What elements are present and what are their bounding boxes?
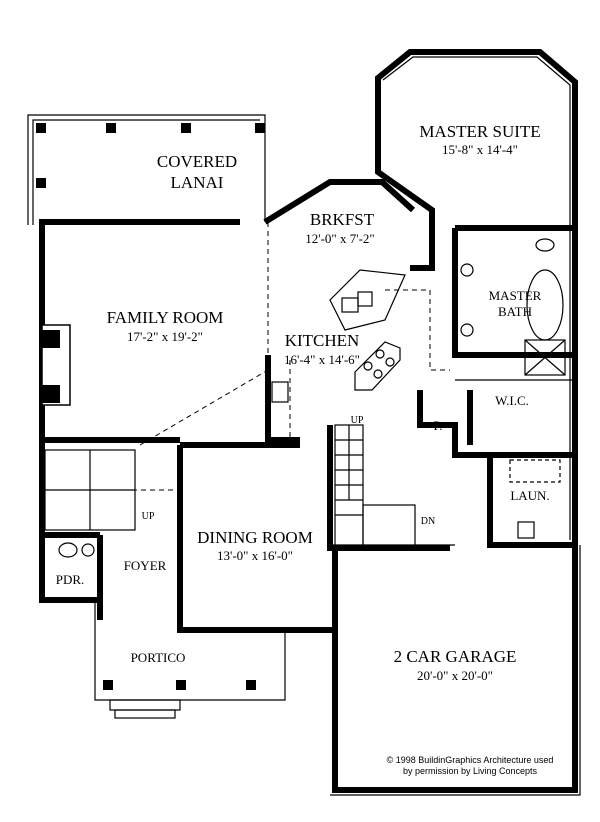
kitchen-dims: 16'-4" x 14'-6" <box>284 352 360 367</box>
master-suite-label: MASTER SUITE <box>419 122 540 141</box>
foyer-label: FOYER <box>124 558 167 573</box>
bath-fixtures <box>58 238 566 558</box>
master-bath-label-2: BATH <box>498 304 532 319</box>
covered-lanai-area <box>27 114 266 225</box>
dining-room-label: DINING ROOM <box>197 528 313 547</box>
lanai-label-2: LANAI <box>171 173 224 192</box>
lanai-columns <box>36 123 265 188</box>
wic-label: W.I.C. <box>495 393 529 408</box>
kitchen-label: KITCHEN <box>285 331 360 350</box>
portico-columns <box>103 680 256 719</box>
powder-label: PDR. <box>56 572 85 587</box>
interior-walls <box>42 225 575 600</box>
stairs <box>44 424 416 548</box>
family-room-dims: 17'-2" x 19'-2" <box>127 329 203 344</box>
stair-up-label: UP <box>351 415 364 426</box>
garage-label: 2 CAR GARAGE <box>394 647 517 666</box>
family-room-label: FAMILY ROOM <box>107 308 224 327</box>
fireplace <box>41 324 71 406</box>
stair-down-label: DN <box>421 516 435 527</box>
lanai-label-1: COVERED <box>157 152 237 171</box>
exterior-walls <box>39 49 581 796</box>
copyright-line-2: by permission by Living Concepts <box>403 766 538 776</box>
dining-room-dims: 13'-0" x 16'-0" <box>217 548 293 563</box>
brkfst-dims: 12'-0" x 7'-2" <box>305 231 374 246</box>
brkfst-label: BRKFST <box>310 210 375 229</box>
garage-dims: 20'-0" x 20'-0" <box>417 668 493 683</box>
foyer-stair-up-label: UP <box>142 511 155 522</box>
copyright-line-1: © 1998 BuildinGraphics Architecture used <box>387 755 554 765</box>
kitchen-fixtures <box>271 269 406 445</box>
portico-label: PORTICO <box>131 650 186 665</box>
master-suite-dims: 15'-8" x 14'-4" <box>442 142 518 157</box>
master-bath-label-1: MASTER <box>489 288 542 303</box>
laundry-label: LAUN. <box>510 488 549 503</box>
pantry-label: P. <box>433 418 442 433</box>
